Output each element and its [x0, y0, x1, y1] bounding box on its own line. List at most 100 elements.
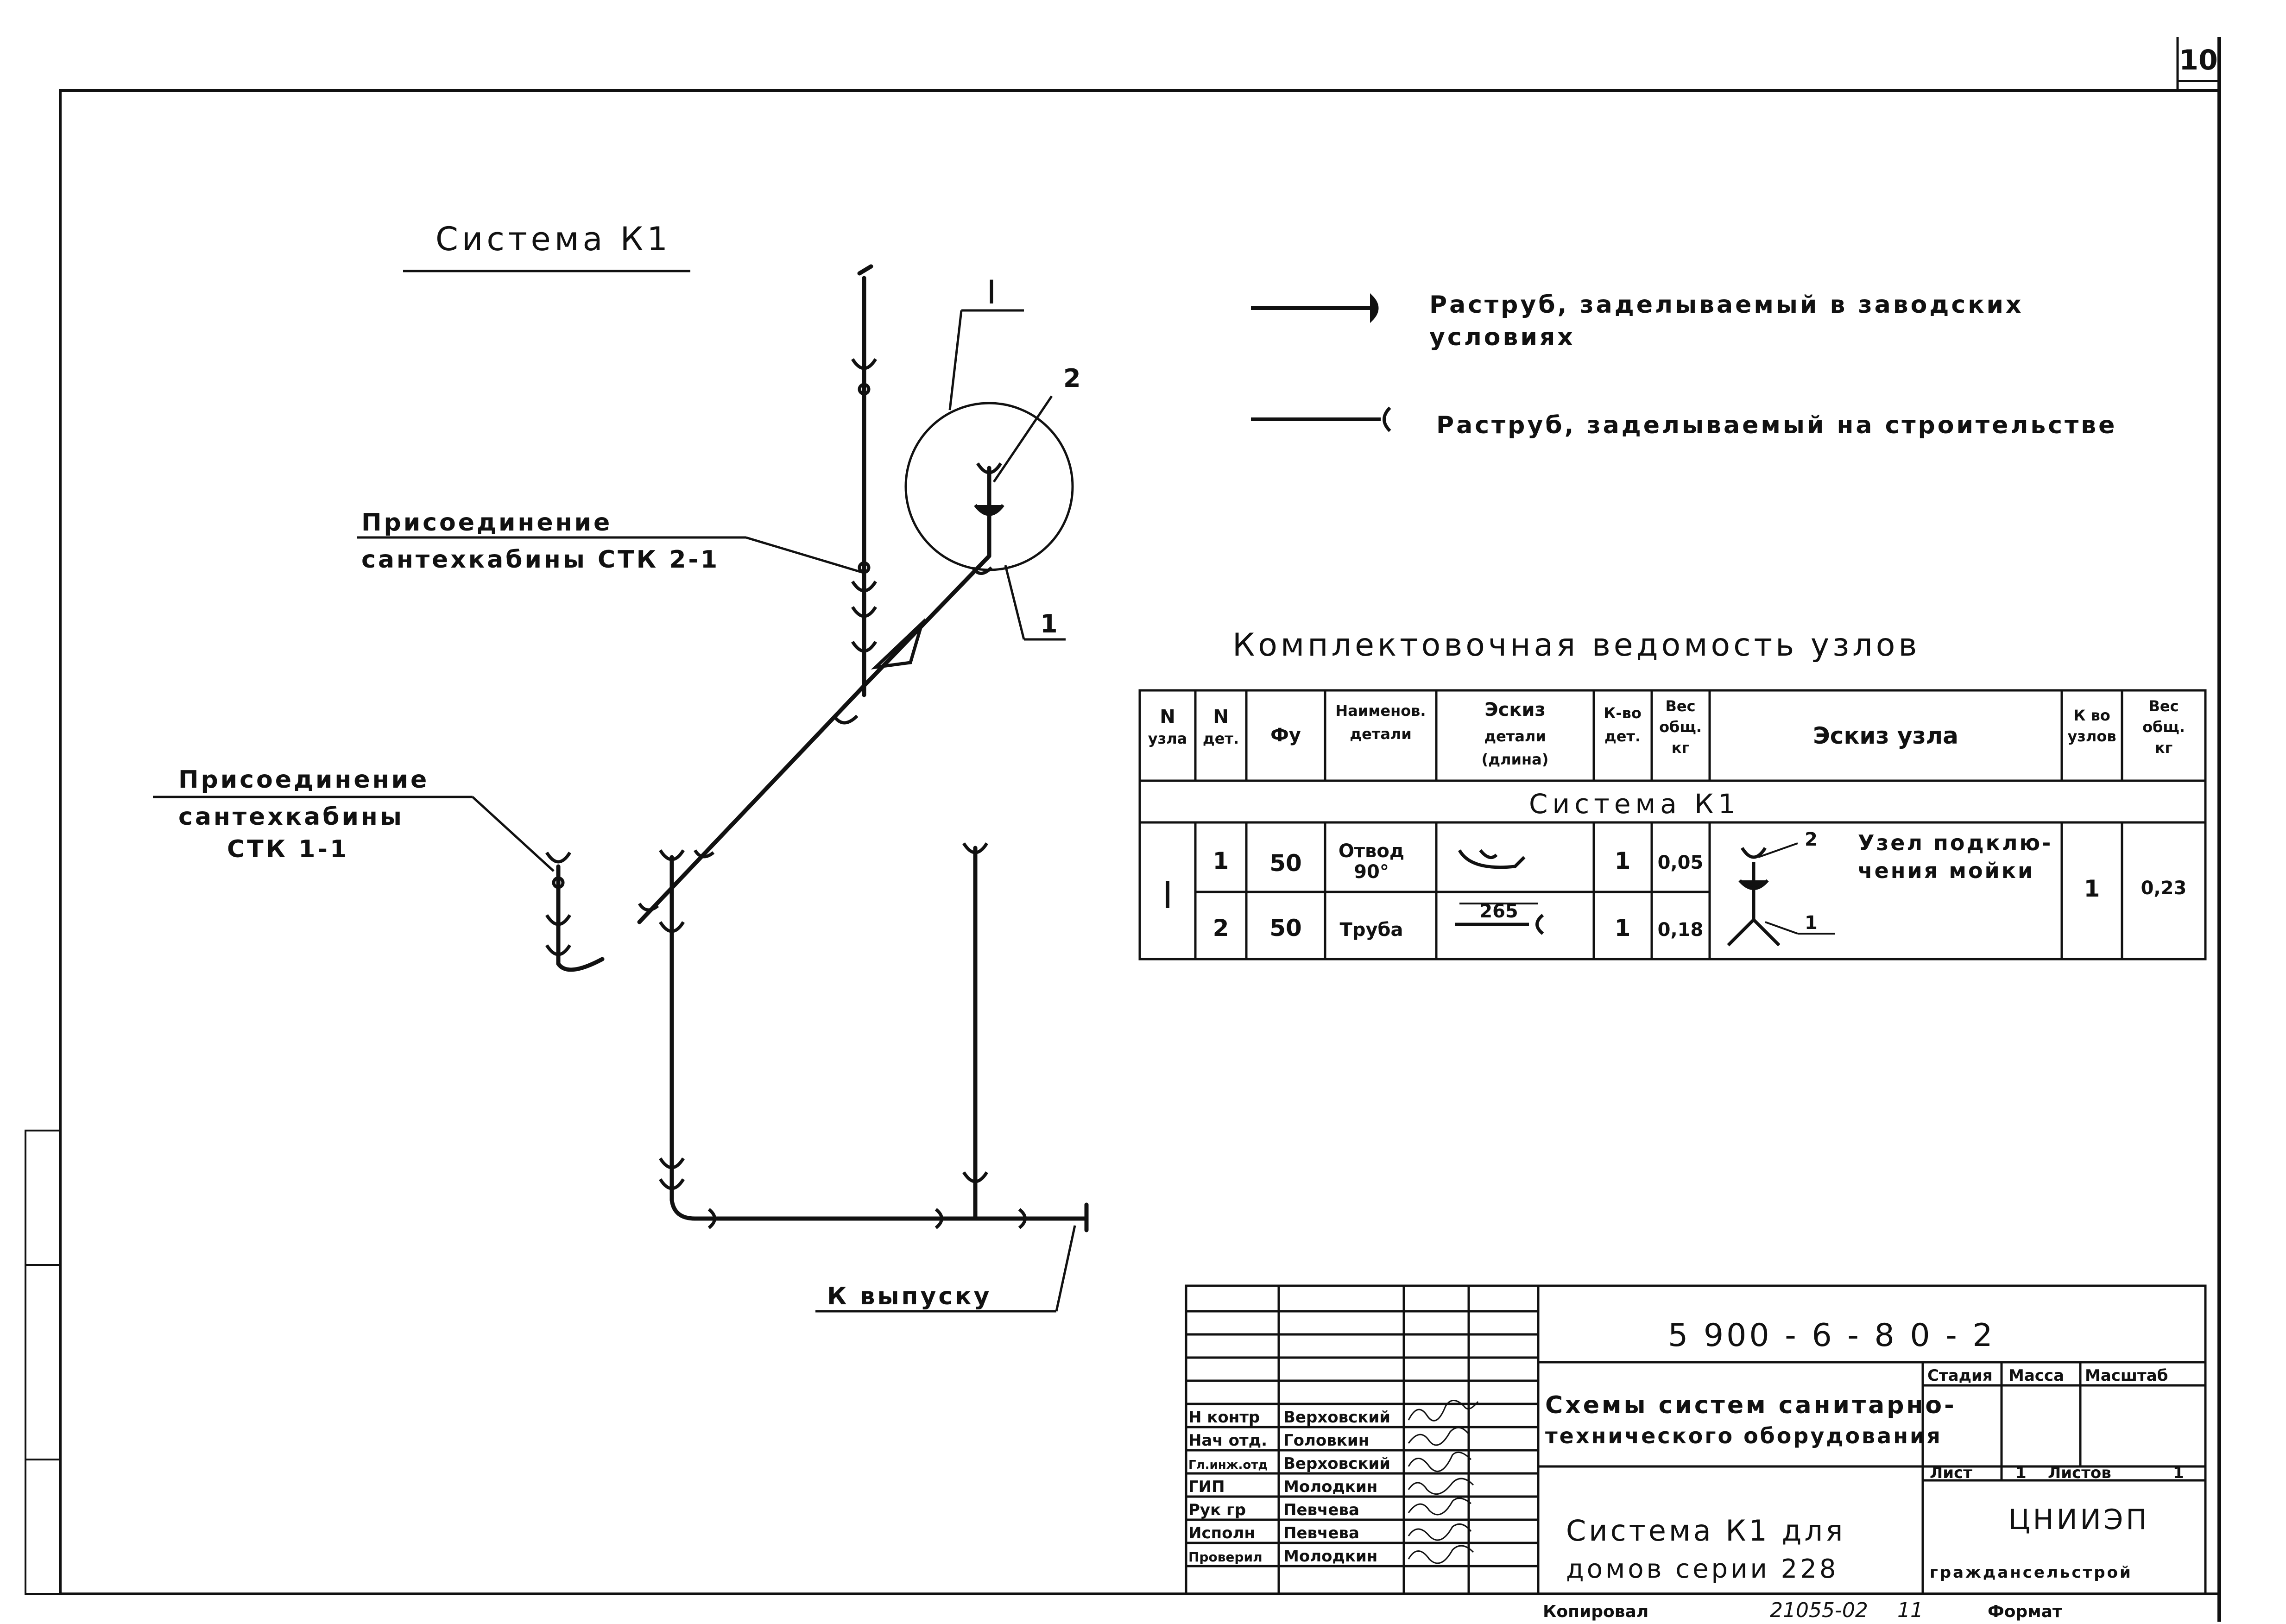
tb-person: Верховский: [1283, 1454, 1390, 1473]
th-sketch-2: детали: [1484, 727, 1546, 745]
row1-name-2: 90°: [1354, 861, 1389, 883]
footer-format: Формат: [1988, 1602, 2062, 1621]
tb-scale-header: Масштаб: [2085, 1366, 2168, 1385]
node-item-2-label: 2: [1063, 364, 1081, 393]
sheet-number: 10: [2179, 44, 2218, 76]
pipe-scheme: [556, 264, 1089, 1232]
sheet-frame: [25, 37, 2221, 1622]
th-node-no-1: N: [1160, 706, 1175, 727]
row1-weight: 0,05: [1658, 852, 1704, 873]
footer-page: 11: [1897, 1599, 1923, 1622]
table-header: N узла N дет. Фу Наименов. детали Эскиз …: [1148, 697, 2185, 768]
th-weight-1: Вес: [1665, 697, 1695, 715]
tb-sheets-value: 1: [2173, 1464, 2184, 1482]
tb-sheets-label: Листов: [2048, 1464, 2111, 1482]
row2-weight: 0,18: [1658, 919, 1704, 941]
tb-role: Н контр: [1188, 1408, 1260, 1427]
tb-role: Рук гр: [1188, 1501, 1246, 1519]
tb-mass-header: Масса: [2008, 1366, 2064, 1385]
row1-du: 50: [1269, 850, 1302, 877]
tb-stage-header: Стадия: [1927, 1366, 1993, 1385]
tb-sheet-value: 1: [2015, 1464, 2027, 1482]
th-name-1: Наименов.: [1335, 702, 1426, 720]
th-qty-2: дет.: [1604, 727, 1641, 745]
legend-site: Раструб, заделываемый на строительстве: [1251, 406, 2117, 439]
title-block: [1185, 1284, 2207, 1595]
connection-stk2-line2: сантехкабины СТК 2-1: [361, 546, 720, 574]
th-weight-3: кг: [1672, 739, 1689, 757]
tb-person: Молодкин: [1283, 1547, 1377, 1566]
th-node-weight-2: общ.: [2142, 718, 2185, 736]
tb-person: Певчева: [1283, 1501, 1359, 1519]
legend-factory: Раструб, заделываемый в заводских услови…: [1251, 291, 2024, 351]
th-weight-2: общ.: [1659, 718, 1702, 736]
tb-role: Исполн: [1188, 1524, 1255, 1542]
tb-person: Верховский: [1283, 1408, 1390, 1427]
th-node-weight-1: Вес: [2148, 697, 2179, 715]
connection-stk1-line2: сантехкабины: [178, 803, 404, 831]
signatures: [1408, 1400, 1479, 1564]
table-sketches: [1455, 842, 1835, 947]
th-node-qty-1: К во: [2073, 707, 2110, 724]
tb-roles: Н контр Верховский Нач отд. Головкин Гл.…: [1188, 1408, 1390, 1566]
legend-factory-line2: условиях: [1429, 323, 1575, 351]
th-node-no-2: узла: [1148, 730, 1187, 747]
tb-person: Головкин: [1283, 1431, 1369, 1450]
legend-factory-line1: Раструб, заделываемый в заводских: [1429, 291, 2024, 319]
node-sketch-item-1: 1: [1805, 912, 1818, 934]
connection-stk1-line1: Присоединение: [178, 766, 429, 794]
tb-sheet-title-2: домов серии 228: [1566, 1554, 1839, 1584]
table-body: I 1 50 Отвод 90° 1 0,05 2 50 Труба 265 1…: [1162, 840, 2186, 942]
footer-copied: Копировал: [1543, 1602, 1648, 1621]
node-sketch-label-1: Узел подклю-: [1858, 830, 2052, 855]
node-weight: 0,23: [2141, 878, 2187, 899]
th-du: Фу: [1270, 725, 1301, 746]
row2-det: 2: [1213, 915, 1229, 942]
tb-code: 5 900 - 6 - 8 0 - 2: [1668, 1317, 1996, 1354]
tb-role: Проверил: [1188, 1549, 1263, 1565]
tb-role: Нач отд.: [1188, 1431, 1267, 1450]
tb-person: Молодкин: [1283, 1478, 1377, 1496]
th-det-no-1: N: [1213, 706, 1228, 727]
th-sketch-3: (длина): [1482, 751, 1549, 768]
row1-qty: 1: [1615, 847, 1631, 874]
connection-stk1-line3: СТК 1-1: [227, 835, 349, 863]
th-node-qty-2: узлов: [2067, 727, 2116, 745]
tb-org-1: ЦНИИЭП: [2008, 1504, 2149, 1536]
tb-doc-title-1: Схемы систем санитарно-: [1545, 1391, 1957, 1419]
node-callout: [153, 309, 1076, 1313]
footer-number: 21055-02: [1770, 1599, 1868, 1622]
row1-det: 1: [1213, 847, 1229, 874]
tb-role: ГИП: [1188, 1478, 1225, 1496]
tb-sheet-title-1: Система К1 для: [1566, 1514, 1845, 1548]
table-node: I: [1162, 874, 1173, 917]
tb-sheet-label: Лист: [1930, 1464, 1972, 1482]
tb-person: Певчева: [1283, 1524, 1359, 1542]
row1-name-1: Отвод: [1339, 840, 1404, 862]
table-title: Комплектовочная ведомость узлов: [1232, 627, 1920, 664]
row2-qty: 1: [1615, 915, 1631, 942]
connection-stk2-line1: Присоединение: [361, 509, 612, 537]
th-node-weight-3: кг: [2155, 739, 2172, 757]
node-table: [1138, 689, 2207, 960]
tb-doc-title-2: технического оборудования: [1545, 1423, 1942, 1448]
th-sketch-1: Эскиз: [1484, 699, 1545, 720]
th-node-sketch: Эскиз узла: [1813, 722, 1958, 749]
row2-name: Труба: [1340, 919, 1403, 941]
table-section: Система К1: [1529, 788, 1740, 820]
row2-du: 50: [1269, 915, 1302, 942]
tb-role: Гл.инж.отд: [1188, 1458, 1268, 1472]
legend-site-line1: Раструб, заделываемый на строительстве: [1436, 411, 2117, 439]
th-qty-1: К-во: [1604, 704, 1642, 722]
node-qty: 1: [2084, 875, 2100, 902]
node-sketch-item-2: 2: [1805, 829, 1818, 850]
socket-marks: [545, 358, 1027, 1229]
outlet-label: К выпуску: [827, 1283, 991, 1310]
node-item-1-label: 1: [1040, 609, 1058, 638]
th-name-2: детали: [1350, 725, 1412, 743]
tb-org-2: граждансельстрой: [1930, 1563, 2133, 1582]
node-sketch-label-2: чения мойки: [1858, 858, 2034, 883]
node-callout-label: I: [987, 273, 997, 311]
scheme-title: Система К1: [436, 220, 671, 258]
